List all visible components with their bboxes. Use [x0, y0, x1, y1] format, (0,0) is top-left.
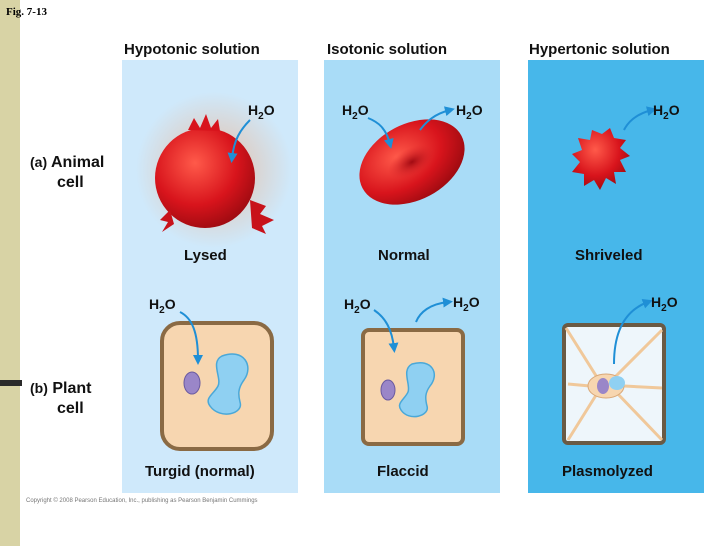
water-arrow-into-flaccid [373, 309, 399, 353]
row-label-plant-line1: Plant [52, 380, 92, 397]
water-label-sub: 2 [258, 110, 264, 122]
water-label-plasmolyzed: H2O [651, 294, 678, 314]
water-label-base: H [344, 296, 355, 312]
water-label-normal-in: H2O [342, 102, 369, 122]
row-letter-b: (b) [30, 380, 48, 396]
water-label-sub: 2 [661, 302, 667, 314]
water-label-tail: O [263, 102, 275, 118]
water-label-tail: O [668, 102, 680, 118]
water-label-tail: O [357, 102, 369, 118]
row-label-plant: (b) Plant cell [30, 378, 91, 419]
copyright-notice: Copyright © 2008 Pearson Education, Inc.… [26, 498, 258, 504]
shriveled-red-blood-cell [572, 128, 630, 190]
turgid-plant-cell [160, 321, 274, 451]
water-label-base: H [149, 296, 160, 312]
plasmolyzed-plant-cell [562, 323, 666, 445]
water-label-base: H [653, 102, 664, 118]
isotonic-heading: Isotonic solution [327, 41, 447, 58]
water-label-turgid: H2O [149, 296, 176, 316]
water-label-base: H [456, 102, 467, 118]
water-label-flaccid-in: H2O [344, 296, 371, 316]
hypotonic-heading: Hypotonic solution [124, 41, 260, 58]
slide-bar-notch [0, 380, 22, 386]
row-letter-a: (a) [30, 154, 48, 170]
caption-flaccid: Flaccid [377, 463, 429, 480]
water-arrow-out-flaccid [415, 297, 453, 323]
water-label-base: H [453, 294, 464, 310]
caption-lysed: Lysed [184, 247, 227, 264]
caption-turgid: Turgid (normal) [145, 463, 255, 480]
water-label-sub: 2 [352, 110, 358, 122]
flaccid-plant-cell [361, 328, 465, 446]
water-label-base: H [342, 102, 353, 118]
water-label-shriveled: H2O [653, 102, 680, 122]
water-label-sub: 2 [466, 110, 472, 122]
caption-plasmolyzed: Plasmolyzed [562, 463, 653, 480]
water-label-tail: O [164, 296, 176, 312]
water-arrow-out-normal [419, 106, 455, 131]
water-label-tail: O [666, 294, 678, 310]
water-arrow-out-shriveled [623, 106, 657, 131]
water-label-flaccid-out: H2O [453, 294, 480, 314]
water-arrow-into-normal [367, 117, 394, 149]
figure-label: Fig. 7-13 [6, 6, 47, 18]
water-label-sub: 2 [354, 304, 360, 316]
row-label-animal-line2: cell [57, 174, 84, 191]
water-label-normal-out: H2O [456, 102, 483, 122]
water-arrow-into-turgid [179, 311, 203, 365]
water-label-base: H [248, 102, 259, 118]
caption-normal: Normal [378, 247, 430, 264]
row-label-plant-line2: cell [57, 400, 84, 417]
water-label-tail: O [359, 296, 371, 312]
water-arrow-out-plasmolyzed [613, 299, 653, 365]
water-label-sub: 2 [159, 304, 165, 316]
water-label-lysed: H2O [248, 102, 275, 122]
caption-shriveled: Shriveled [575, 247, 643, 264]
hypertonic-heading: Hypertonic solution [529, 41, 670, 58]
water-label-tail: O [468, 294, 480, 310]
water-label-tail: O [471, 102, 483, 118]
water-label-sub: 2 [463, 302, 469, 314]
slide-left-bar [0, 0, 20, 546]
water-arrow-into-lysed [227, 119, 251, 163]
row-label-animal: (a) Animal cell [30, 152, 104, 193]
water-label-sub: 2 [663, 110, 669, 122]
row-label-animal-line1: Animal [50, 154, 105, 171]
water-label-base: H [651, 294, 662, 310]
